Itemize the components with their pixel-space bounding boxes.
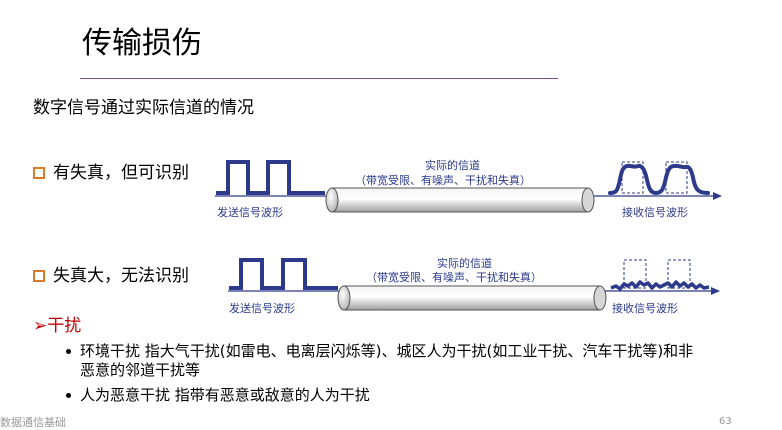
case2-channel-desc: （带宽受限、有噪声、干扰和失真） — [366, 271, 542, 284]
case2-label: 失真大，无法识别 — [53, 266, 189, 286]
slide-subtitle: 数字信号通过实际信道的情况 — [33, 98, 254, 118]
interference-item-2: 人为恶意干扰 指带有恶意或敌意的人为干扰 — [80, 386, 370, 404]
case2-send-label: 发送信号波形 — [229, 302, 295, 315]
case2-pipe-left-cap — [337, 285, 351, 311]
page-number: 63 — [719, 416, 732, 427]
case1-send-wave — [216, 160, 325, 195]
case2-channel-pipe — [343, 285, 601, 311]
square-bullet-icon — [33, 167, 45, 179]
case1-channel-pipe — [331, 187, 589, 213]
bullet-dot-icon — [66, 349, 71, 354]
footer-course-title: 数据通信基础 — [0, 416, 66, 429]
case1-recv-wave — [608, 163, 710, 196]
interference-heading-text: 干扰 — [47, 316, 82, 336]
case1-label: 有失真，但可识别 — [53, 163, 189, 183]
square-bullet-icon — [33, 270, 45, 282]
case2-recv-wave — [610, 280, 710, 291]
case1-send-label: 发送信号波形 — [217, 206, 283, 219]
case1-axis-arrowhead — [713, 192, 722, 200]
case1-ref-box-1 — [621, 161, 644, 194]
arrow-bullet-icon: ➢ — [33, 316, 48, 336]
case1-channel-title: 实际的信道 — [425, 159, 480, 172]
title-divider — [80, 78, 558, 79]
case1-pipe-right-cap — [581, 187, 595, 213]
bullet-dot-icon — [66, 393, 71, 398]
case1-recv-label: 接收信号波形 — [622, 206, 688, 219]
case2-ref-box-2 — [667, 259, 691, 289]
case2-channel-title: 实际的信道 — [437, 257, 492, 270]
interference-item-1-line-1: 环境干扰 指大气干扰(如雷电、电离层闪烁等)、城区人为干扰(如工业干扰、汽车干扰… — [80, 342, 694, 360]
case2-recv-label: 接收信号波形 — [612, 302, 678, 315]
case1-channel-desc: （带宽受限、有噪声、干扰和失真） — [355, 174, 531, 187]
interference-item-1-line-2: 恶意的邻道干扰等 — [80, 361, 201, 379]
case1-pipe-left-cap — [325, 187, 339, 213]
case1-ref-box-2 — [665, 161, 688, 194]
case2-axis-arrowhead — [711, 287, 720, 295]
case2-send-wave — [229, 258, 338, 290]
case2-pipe-right-cap — [593, 285, 607, 311]
interference-heading: ➢干扰 — [33, 315, 81, 337]
slide-title: 传输损伤 — [82, 26, 202, 61]
